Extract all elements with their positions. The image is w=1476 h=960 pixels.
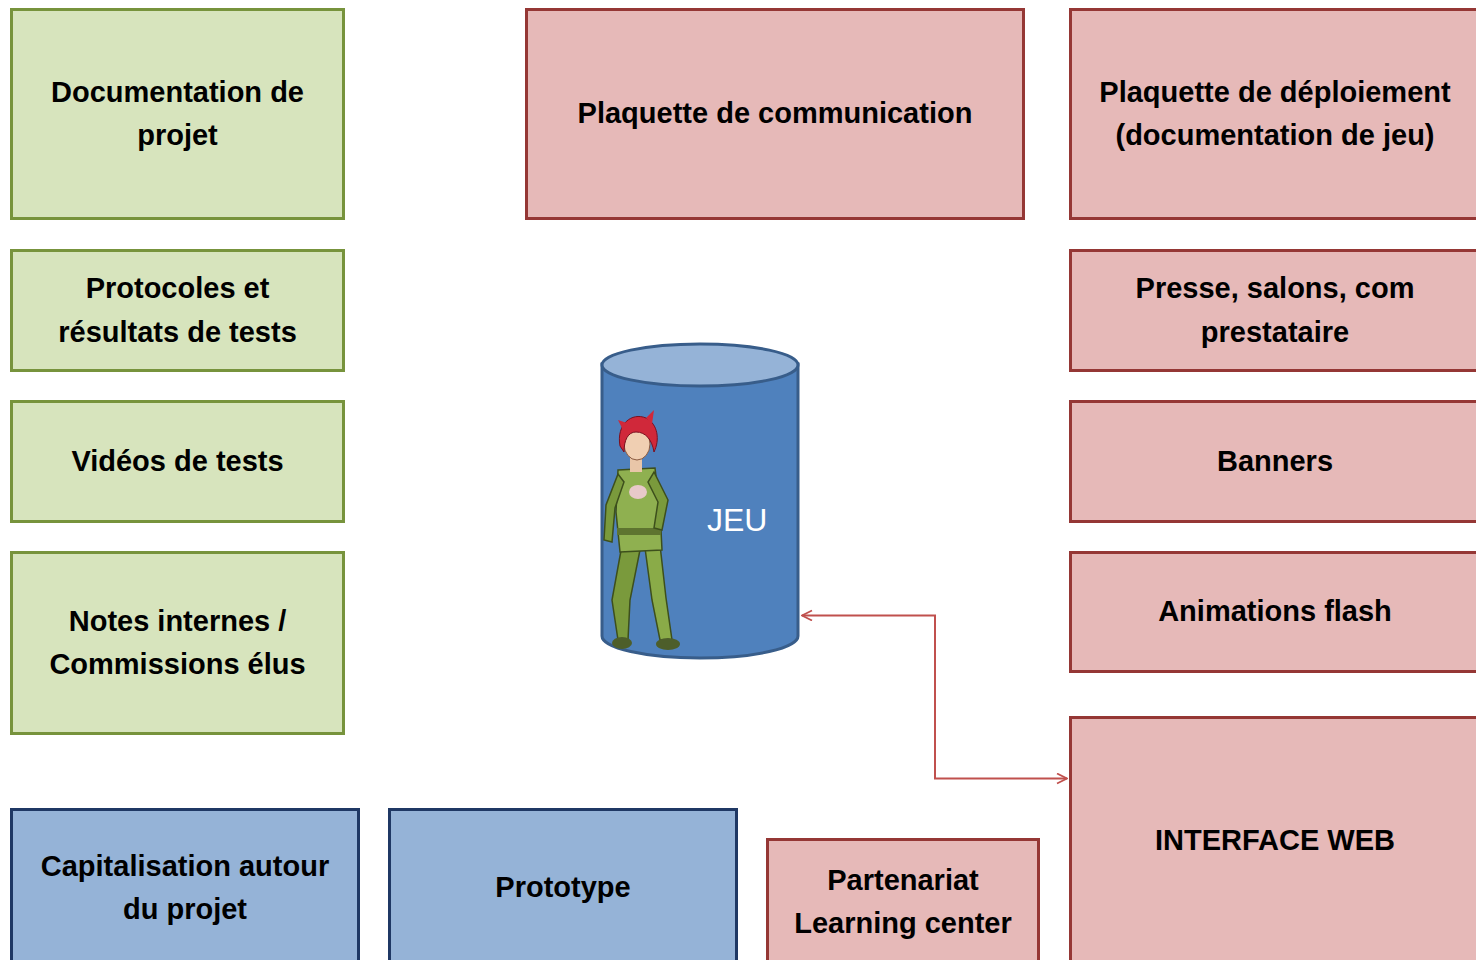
node-label: Protocoles et résultats de tests xyxy=(23,267,332,354)
node-label: Plaquette de déploiement (documentation … xyxy=(1082,71,1468,158)
node-label: JEU xyxy=(707,501,767,539)
communication-box: Presse, salons, com prestataire xyxy=(1069,249,1476,372)
node-label: Prototype xyxy=(495,866,630,910)
capitalisation-box: Capitalisation autour du projet xyxy=(10,808,360,960)
node-label: Presse, salons, com prestataire xyxy=(1082,267,1468,354)
communication-box: Plaquette de communication xyxy=(525,8,1025,220)
node-label: Notes internes / Commissions élus xyxy=(23,600,332,687)
cylinder-top xyxy=(602,344,798,386)
connector-arrow xyxy=(802,615,1067,778)
communication-box: Animations flash xyxy=(1069,551,1476,673)
communication-box: Banners xyxy=(1069,400,1476,523)
project-doc-box: Vidéos de tests xyxy=(10,400,345,523)
cylinder-shape xyxy=(600,342,800,660)
game-cylinder: JEU xyxy=(600,342,800,660)
communication-box: Plaquette de déploiement (documentation … xyxy=(1069,8,1476,220)
communication-box: INTERFACE WEB xyxy=(1069,716,1476,960)
communication-box: Partenariat Learning center xyxy=(766,838,1040,960)
node-label: Vidéos de tests xyxy=(71,440,283,484)
node-label: Plaquette de communication xyxy=(578,92,973,136)
node-label: Partenariat Learning center xyxy=(779,859,1027,946)
capitalisation-box: Prototype xyxy=(388,808,738,960)
node-label: Capitalisation autour du projet xyxy=(23,845,347,932)
project-doc-box: Documentation de projet xyxy=(10,8,345,220)
node-label: Documentation de projet xyxy=(23,71,332,158)
project-doc-box: Protocoles et résultats de tests xyxy=(10,249,345,372)
cylinder-body xyxy=(602,364,798,658)
node-label: INTERFACE WEB xyxy=(1155,819,1395,863)
node-label: Animations flash xyxy=(1158,590,1392,634)
node-label: Banners xyxy=(1217,440,1333,484)
project-doc-box: Notes internes / Commissions élus xyxy=(10,551,345,735)
